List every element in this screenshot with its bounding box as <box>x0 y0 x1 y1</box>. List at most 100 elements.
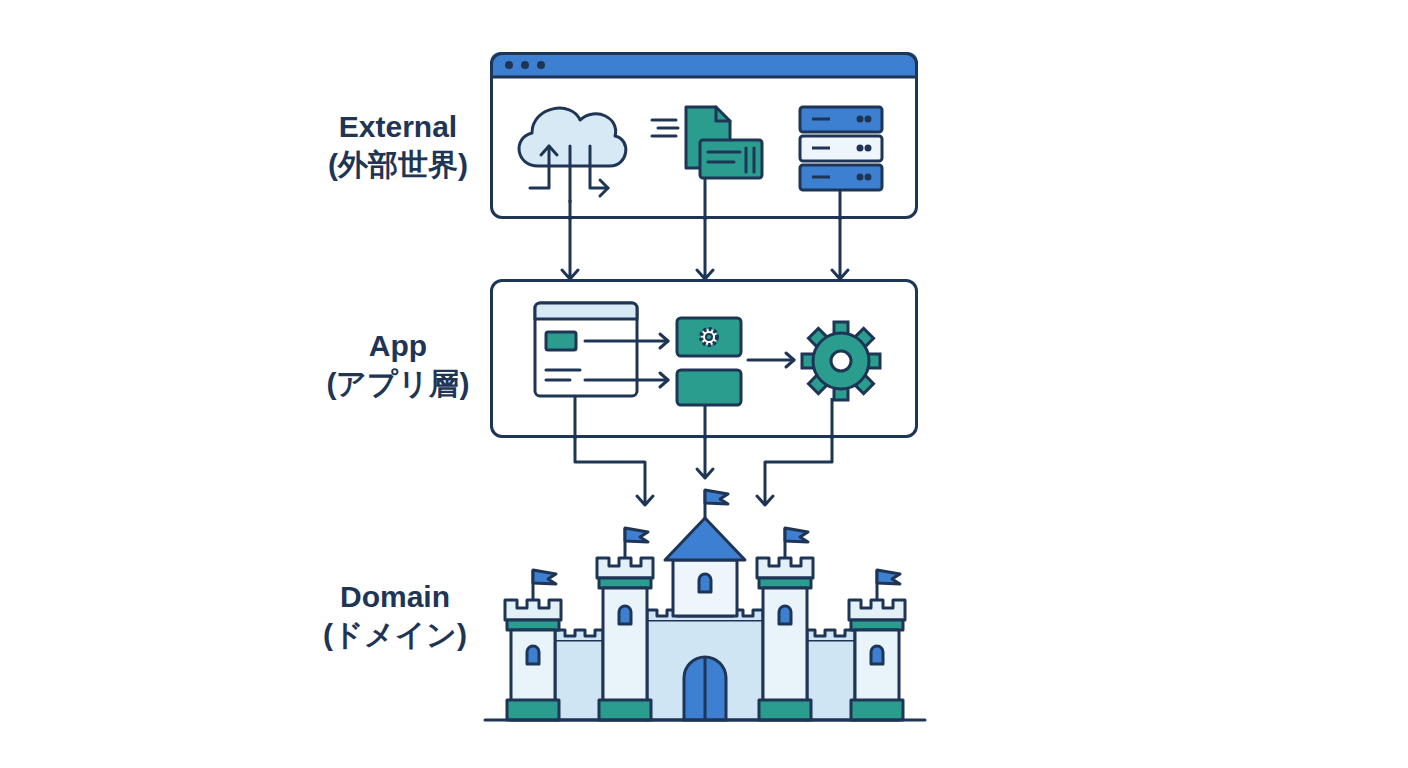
gear-icon <box>813 333 869 389</box>
service-icon <box>706 334 712 340</box>
app-layer-box: App(アプリ層) <box>490 279 918 438</box>
castle-illustration <box>704 657 707 720</box>
service-icon <box>748 359 794 362</box>
app-window-icon <box>546 369 580 372</box>
server-icon <box>800 107 882 190</box>
service-icon <box>701 329 717 345</box>
layer-label: App(アプリ層) <box>318 327 478 403</box>
service-icon <box>677 318 794 405</box>
castle-illustration <box>597 558 653 578</box>
server-icon <box>858 117 862 121</box>
castle-illustration <box>779 606 791 624</box>
connector-arrow <box>757 438 832 505</box>
app-window-icon <box>585 340 668 343</box>
castle-illustration <box>555 630 603 640</box>
server-icon <box>812 147 830 150</box>
cloud-icon <box>541 146 557 155</box>
server-icon <box>858 175 862 179</box>
window-header <box>505 61 513 69</box>
castle-illustration <box>785 528 808 542</box>
app-window-icon <box>535 303 668 396</box>
app-window-icon <box>546 379 570 382</box>
window-header <box>537 61 545 69</box>
document-icon <box>652 107 762 178</box>
castle-illustration <box>505 600 561 620</box>
gear-icon <box>802 322 880 400</box>
document-icon <box>745 148 748 172</box>
server-icon <box>812 176 830 179</box>
leader-line <box>831 398 834 439</box>
app-window-icon <box>535 303 637 319</box>
layer-label: Domain(ドメイン) <box>315 578 475 654</box>
connector-arrow <box>832 219 848 279</box>
connector-arrow <box>697 438 713 478</box>
castle-illustration <box>507 700 559 720</box>
server-icon <box>800 107 882 132</box>
castle-illustration <box>665 518 745 560</box>
document-icon <box>700 140 762 178</box>
leader-line <box>704 178 707 220</box>
layer-subtitle: (ドメイン) <box>315 616 475 654</box>
castle-illustration <box>705 490 728 504</box>
leader-line <box>839 190 842 220</box>
service-icon <box>786 353 794 367</box>
server-icon <box>812 118 830 121</box>
castle-illustration <box>759 700 811 720</box>
document-icon <box>652 135 676 138</box>
layer-subtitle: (外部世界) <box>318 146 478 184</box>
castle-illustration <box>599 700 651 720</box>
castle-illustration <box>647 620 763 720</box>
document-icon <box>708 161 734 164</box>
server-icon <box>866 146 870 150</box>
cloud-icon <box>519 108 626 202</box>
app-window-icon <box>585 379 668 382</box>
window-header <box>490 52 918 77</box>
connector-arrow <box>697 219 713 279</box>
layer-label: External(外部世界) <box>318 108 478 184</box>
cloud-icon <box>569 146 572 202</box>
document-icon <box>652 119 676 122</box>
layer-title: External <box>318 108 478 146</box>
server-icon <box>858 146 862 150</box>
app-window-icon <box>546 332 576 350</box>
window-header <box>521 61 529 69</box>
service-icon <box>677 318 741 356</box>
leader-line <box>574 396 577 439</box>
connector-arrow <box>562 219 578 279</box>
castle-illustration <box>555 640 603 720</box>
castle-illustration <box>684 657 726 720</box>
document-icon <box>716 107 730 121</box>
gear-icon <box>831 351 851 371</box>
castle-illustration <box>877 570 900 584</box>
castle-illustration <box>849 600 905 620</box>
layer-title: Domain <box>315 578 475 616</box>
document-icon <box>708 151 740 154</box>
layer-subtitle: (アプリ層) <box>318 365 478 403</box>
server-icon <box>800 165 882 190</box>
document-icon <box>753 148 756 172</box>
castle-illustration <box>807 630 855 640</box>
layer-title: App <box>318 327 478 365</box>
castle-illustration <box>625 528 648 542</box>
leader-line <box>704 405 707 439</box>
server-icon <box>866 175 870 179</box>
castle-illustration <box>673 560 737 616</box>
window-header <box>490 76 918 79</box>
castle-illustration <box>619 606 631 624</box>
castle-illustration <box>807 640 855 720</box>
app-window-icon <box>660 334 668 348</box>
server-icon <box>866 117 870 121</box>
castle-illustration <box>871 646 883 664</box>
domain-castle: Domain(ドメイン) <box>485 478 925 723</box>
document-icon <box>658 127 678 130</box>
castle-illustration <box>485 719 925 722</box>
cloud-icon <box>600 180 608 196</box>
cloud-icon <box>590 146 608 188</box>
castle-illustration <box>757 558 813 578</box>
connector-arrow <box>575 438 653 505</box>
external-layer-box: External(外部世界) <box>490 52 918 219</box>
castle-illustration <box>699 574 711 592</box>
app-window-icon <box>660 373 668 387</box>
server-icon <box>800 136 882 161</box>
